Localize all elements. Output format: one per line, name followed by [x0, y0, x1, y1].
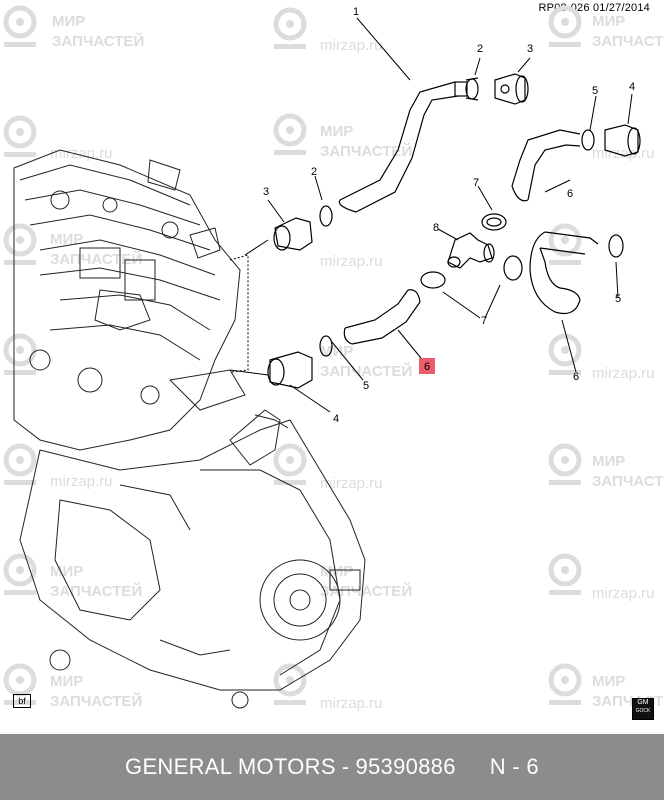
watermark-line2: ЗАПЧАСТЕЙ [320, 142, 412, 160]
watermark-logo [3, 115, 37, 157]
watermark-line1: МИР [50, 673, 83, 690]
watermark-logo [273, 443, 307, 485]
callout-2-left: 2 [311, 166, 317, 178]
callout-5-top: 5 [592, 85, 598, 97]
watermark-site: mirzap.ru [592, 145, 655, 162]
watermark-site: mirzap.ru [50, 145, 113, 162]
callout-5-right: 5 [615, 293, 621, 305]
callout-6-right: 6 [573, 371, 579, 383]
callout-3-top: 3 [527, 43, 533, 55]
footer-dash: - [341, 754, 350, 779]
watermark-line1: МИР [592, 453, 625, 470]
fitting-3-top [494, 73, 529, 105]
callout-3-left: 3 [263, 186, 269, 198]
highlighted-part-badge [419, 358, 435, 374]
watermark-site: mirzap.ru [50, 473, 113, 490]
fitting-3-left [273, 217, 313, 251]
clamp-2-left [319, 205, 333, 227]
callout-2-top: 2 [477, 43, 483, 55]
watermark-logo [548, 663, 582, 705]
bf-badge: bf [13, 694, 31, 708]
hose-1 [338, 81, 468, 213]
clamp-5-right [608, 234, 624, 258]
watermark-logo [548, 223, 582, 265]
watermark-logo [3, 5, 37, 47]
watermarks: МИР ЗАПЧАСТЕЙ mirzap.ru МИР ЗАПЧАСТЕЙ mi… [3, 5, 664, 712]
watermark-logo [3, 223, 37, 265]
watermark-site: mirzap.ru [320, 37, 383, 54]
hose-6-center [343, 289, 421, 345]
fitting-4-left [267, 351, 313, 389]
parts-diagram: МИР ЗАПЧАСТЕЙ mirzap.ru МИР ЗАПЧАСТЕЙ mi… [3, 5, 664, 712]
fitting-4-upper [604, 124, 641, 157]
watermark-logo [273, 7, 307, 49]
callout-4-left: 4 [333, 413, 339, 425]
tee-fitting-8 [447, 232, 495, 269]
watermark-line1: МИР [592, 13, 625, 30]
watermark-line2: ЗАПЧАСТЕЙ [592, 472, 664, 490]
footer-page: N - 6 [489, 754, 539, 779]
watermark-logo [548, 553, 582, 595]
watermark-line2: ЗАПЧАСТЕЙ [592, 32, 664, 50]
watermark-logo [3, 443, 37, 485]
engine-assembly-illustration [13, 149, 366, 709]
watermark-line2: ЗАПЧАСТЕЙ [50, 582, 142, 600]
watermark-logo [3, 553, 37, 595]
watermark-site: mirzap.ru [592, 365, 655, 382]
watermark-line2: ЗАПЧАСТЕЙ [320, 582, 412, 600]
gm-logo-icon: GM GOCK [632, 698, 654, 720]
watermark-logo [548, 5, 582, 47]
footer-brand: GENERAL MOTORS [125, 754, 336, 779]
gm-logo-top: GM [637, 699, 649, 706]
watermark-line2: ЗАПЧАСТЕЙ [52, 32, 144, 50]
gm-logo-bottom: GOCK [635, 708, 651, 714]
footer-part-number: 95390886 [355, 754, 456, 779]
callout-5-left: 5 [363, 380, 369, 392]
footer-bar: GENERAL MOTORS - 95390886 N - 6 [0, 734, 664, 800]
leader-lines [229, 17, 633, 413]
clamp-5-left [319, 335, 333, 357]
watermark-site: mirzap.ru [592, 585, 655, 602]
callout-8: 8 [433, 222, 439, 234]
callout-6-highlighted: 6 [424, 361, 430, 373]
clamp-2-top [465, 77, 479, 101]
watermark-line2: ЗАПЧАСТЕЙ [320, 362, 412, 380]
watermark-line1: МИР [52, 13, 85, 30]
hose-6-upper [511, 129, 581, 202]
callout-labels: 1 2 3 4 5 6 7 8 2 3 5 7 5 4 6 6 [263, 6, 635, 425]
watermark-logo [548, 333, 582, 375]
watermark-logo [548, 443, 582, 485]
callout-1: 1 [353, 6, 359, 18]
watermark-line1: МИР [320, 123, 353, 140]
diagram-date: 01/27/2014 [592, 2, 650, 14]
callout-7-upper: 7 [473, 177, 479, 189]
watermark-logo [273, 113, 307, 155]
clamp-7-upper [481, 213, 507, 231]
watermark-line1: МИР [592, 673, 625, 690]
hose-6-right [529, 231, 599, 315]
watermark-line1: МИР [50, 563, 83, 580]
watermark-site: mirzap.ru [320, 253, 383, 270]
watermark-site: mirzap.ru [320, 475, 383, 492]
watermark-line2: ЗАПЧАСТЕЙ [50, 692, 142, 710]
callout-6-upper: 6 [567, 188, 573, 200]
watermark-logo [3, 333, 37, 375]
clamp-7-lower [420, 255, 523, 289]
watermark-line1: МИР [320, 563, 353, 580]
callout-4-top: 4 [629, 81, 635, 93]
clamp-5-upper [581, 129, 595, 151]
callout-7-lower: 7 [481, 315, 487, 327]
watermark-logo [273, 663, 307, 705]
watermark-line1: МИР [320, 343, 353, 360]
watermark-line2: ЗАПЧАСТЕЙ [50, 250, 142, 268]
watermark-site: mirzap.ru [320, 695, 383, 712]
